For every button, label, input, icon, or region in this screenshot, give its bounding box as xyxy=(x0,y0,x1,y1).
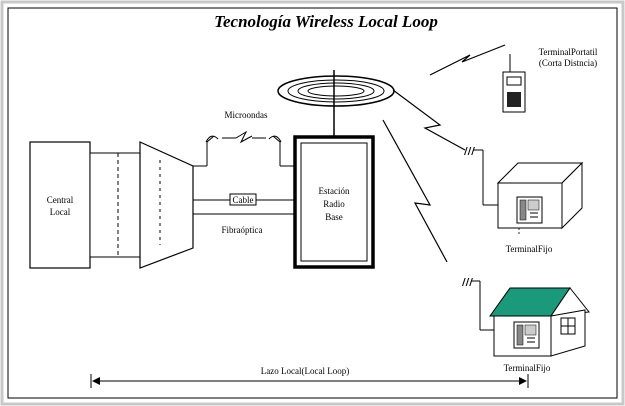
terminal-fijo-label-1: TerminalFijo xyxy=(506,244,553,254)
fiber-link: Fibraóptica xyxy=(193,213,295,235)
microwave-link: Microondas xyxy=(193,110,295,167)
cable-link: Cable xyxy=(193,193,295,206)
wireless-link-portable xyxy=(429,44,506,76)
cable-label: Cable xyxy=(233,195,254,205)
lazo-local-label: Lazo Local(Local Loop) xyxy=(261,366,349,376)
portatil-label-1: TerminalPortatil xyxy=(539,47,598,57)
central-local: Central Local xyxy=(29,141,91,269)
estacion-label-2: Radio xyxy=(323,199,345,209)
inner-frame xyxy=(7,7,618,399)
antenna-icon xyxy=(277,70,395,137)
fixed-terminal-2: /// xyxy=(462,277,590,357)
diagram-title: Tecnología Wireless Local Loop xyxy=(214,12,438,31)
wireless-link-fixed-1 xyxy=(392,89,466,151)
portatil-label-2: (Corta Distncia) xyxy=(539,58,597,68)
antenna-mark-icon: /// xyxy=(462,277,473,288)
central-label-1: Central xyxy=(47,195,74,205)
desk-phone-icon xyxy=(513,321,540,349)
estacion-label-3: Base xyxy=(325,212,343,222)
connector-block xyxy=(89,152,141,258)
central-label-2: Local xyxy=(50,207,71,217)
portable-phone-icon xyxy=(502,54,526,113)
fibra-label: Fibraóptica xyxy=(222,225,263,235)
estacion-label-1: Estación xyxy=(319,186,350,196)
distribution-frame xyxy=(139,141,194,269)
terminal-fijo-label-2: TerminalFijo xyxy=(504,363,551,373)
fixed-terminal-1: /// xyxy=(464,146,584,236)
microondas-label: Microondas xyxy=(225,110,268,120)
antenna-mark-icon: /// xyxy=(464,146,475,157)
local-loop-span: Lazo Local(Local Loop) xyxy=(90,366,529,388)
wireless-link-fixed-2 xyxy=(382,119,448,263)
radio-base-station: Estación Radio Base xyxy=(293,135,375,269)
desk-phone-icon xyxy=(516,196,543,224)
